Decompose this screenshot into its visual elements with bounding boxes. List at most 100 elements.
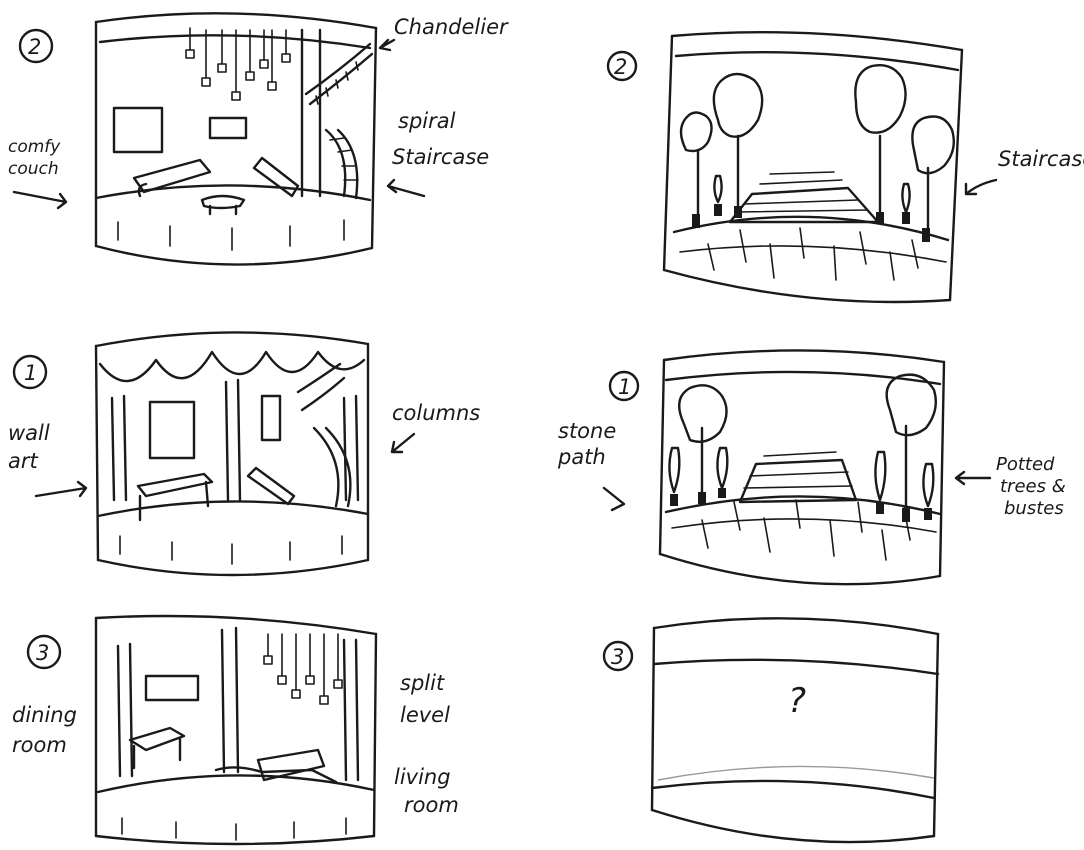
table	[136, 472, 214, 522]
label-staircase-right: Staircase	[998, 147, 1084, 171]
stage-base	[96, 558, 370, 577]
panel-left-2: 2	[8, 12, 509, 266]
couch-icon	[256, 748, 326, 782]
columns	[110, 378, 360, 502]
panel-right-2: 2	[606, 31, 1084, 304]
proscenium-top	[662, 349, 946, 364]
arrow-icon	[378, 38, 396, 52]
panel-number-circle	[26, 634, 62, 670]
couch-icon	[246, 466, 296, 506]
label-wall: wall	[8, 421, 50, 445]
label-couch: couch	[8, 159, 59, 179]
stage-edge-pencil	[657, 765, 935, 781]
coffee-table	[200, 194, 246, 216]
label-trees: trees &	[1000, 476, 1066, 497]
frame-right	[932, 632, 940, 838]
spiral-staircase-lower	[312, 426, 352, 508]
columns	[116, 626, 360, 782]
frame-left	[662, 34, 674, 272]
label-spiral: spiral	[398, 109, 456, 133]
label-potted: Potted	[996, 454, 1055, 475]
label-comfy: comfy	[8, 137, 61, 157]
panel-number-circle	[608, 370, 640, 402]
chandelier-icon	[185, 27, 291, 101]
arrow-icon	[12, 190, 68, 210]
panel-number-circle	[602, 640, 634, 672]
stage-base	[94, 834, 376, 846]
proscenium-top	[94, 614, 378, 636]
valance-line	[664, 370, 942, 386]
panel-number: 2	[614, 55, 627, 79]
label-staircase: Staircase	[392, 145, 489, 169]
stage-edge	[672, 215, 950, 242]
couch-icon-right	[252, 156, 300, 198]
proscenium-top	[94, 12, 378, 30]
couch-icon	[132, 158, 212, 198]
wall-art	[144, 674, 200, 702]
frame-left	[650, 626, 656, 812]
proscenium-top	[94, 331, 370, 348]
frame-left	[658, 358, 666, 556]
stage-ticks	[119, 535, 343, 565]
column	[300, 28, 322, 198]
frame-right	[948, 48, 964, 302]
proscenium-top	[652, 617, 940, 636]
panel-number-circle	[18, 28, 54, 64]
panel-number: 1	[24, 361, 37, 385]
wall-art-small	[208, 116, 248, 140]
valance-line	[674, 51, 960, 72]
label-path: path	[557, 445, 606, 469]
panel-left-3: 3 dining room split level	[12, 614, 459, 846]
panel-number: 1	[618, 375, 631, 399]
unknown-design-mark: ?	[788, 681, 806, 721]
label-living-room: room	[404, 793, 459, 817]
label-columns: columns	[392, 401, 480, 425]
label-level: level	[400, 703, 450, 727]
staircase	[738, 451, 858, 504]
arrow-icon	[390, 432, 416, 454]
valance-line	[98, 34, 372, 50]
wall-art	[112, 106, 164, 154]
label-split: split	[400, 671, 445, 695]
label-dining: dining	[12, 703, 77, 727]
frame-right	[372, 632, 378, 838]
panel-right-3: 3 ?	[602, 617, 940, 844]
stage-edge	[664, 495, 942, 516]
arrow-icon	[954, 470, 992, 486]
stage-front-edge	[94, 184, 372, 202]
panel-number-circle	[606, 50, 638, 82]
stage-base	[658, 552, 942, 586]
label-room: room	[12, 733, 67, 757]
curtain-swags	[98, 350, 366, 383]
tree-icon	[679, 64, 955, 242]
tree-icon	[668, 373, 937, 522]
spiral-staircase-icon	[296, 362, 346, 412]
label-art: art	[8, 449, 39, 473]
spiral-staircase-icon	[304, 42, 374, 200]
staircase	[728, 171, 880, 224]
valance-line	[652, 658, 940, 676]
panel-number: 3	[36, 641, 49, 665]
proscenium-top	[670, 31, 964, 52]
arrow-icon	[34, 480, 88, 498]
stone-path	[679, 227, 947, 281]
stage-base	[94, 244, 374, 266]
stage-base	[662, 268, 952, 304]
panel-number: 2	[28, 35, 41, 59]
panel-left-1: 1 wall art columns	[8, 331, 480, 577]
arrow-icon	[386, 178, 426, 198]
stone-path	[671, 499, 937, 561]
stage-ticks	[117, 219, 345, 251]
stage-edge	[650, 779, 936, 800]
dining-table	[128, 726, 186, 770]
label-stone: stone	[558, 419, 616, 443]
panel-number: 3	[611, 645, 624, 669]
frame-right	[938, 360, 946, 578]
panel-right-1: 1 stone	[557, 349, 1066, 586]
stage-ticks	[121, 817, 347, 841]
label-bustes: bustes	[1004, 498, 1064, 519]
wall-art-small	[260, 394, 282, 442]
arrow-icon	[964, 178, 998, 196]
stage-front-edge	[96, 500, 370, 518]
